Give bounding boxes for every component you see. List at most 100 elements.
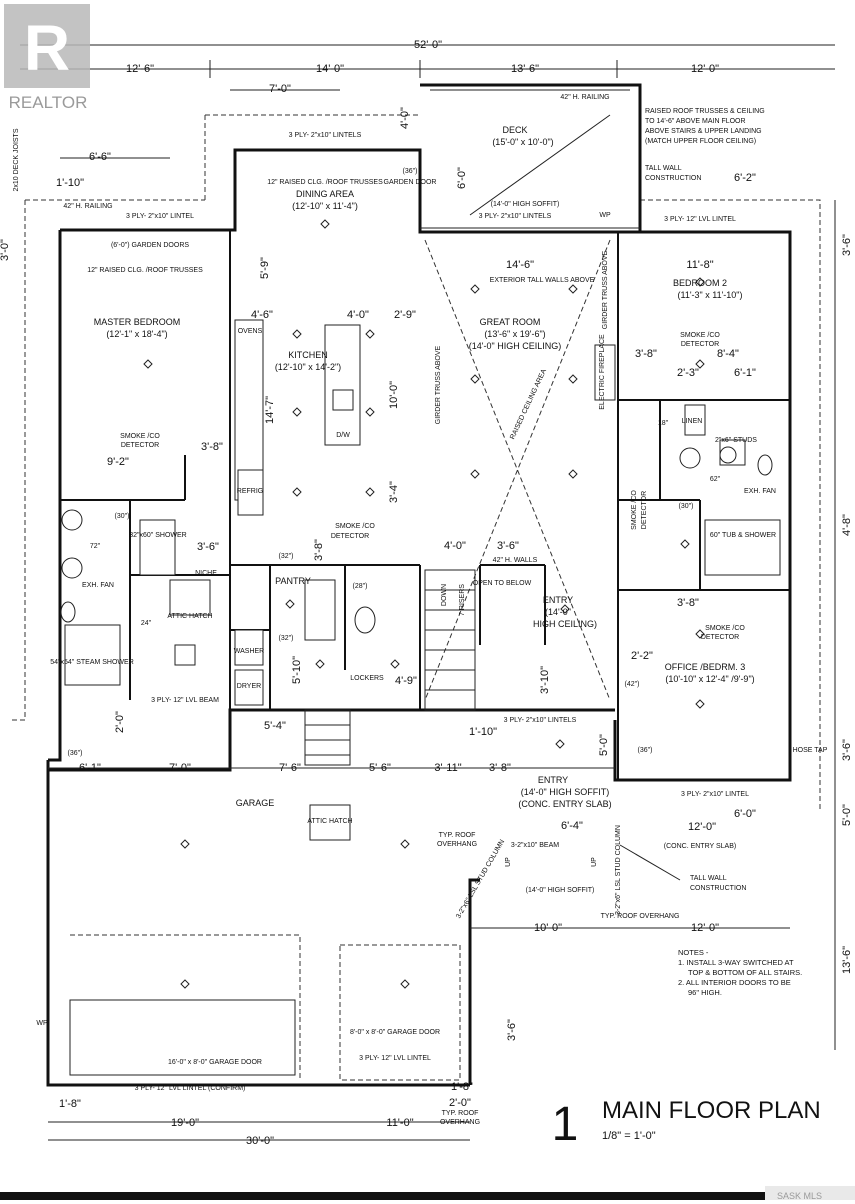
dim-int-mb-bath: 9'-2"	[107, 456, 129, 468]
dim-int-entry-4: 1'-10"	[469, 726, 497, 738]
label-linen: LINEN	[682, 418, 703, 425]
label-tall-wall-top: TALL WALL	[645, 165, 682, 172]
dim-int-mud: 5'-4"	[264, 720, 286, 732]
label-railing-deck: 42" H. RAILING	[560, 94, 609, 101]
garage-name: GARAGE	[236, 798, 275, 808]
tub	[704, 519, 781, 576]
dim-int-closet: 3'-8"	[201, 441, 223, 453]
notes-block: NOTES - 1. INSTALL 3-WAY SWITCHED AT TOP…	[678, 948, 802, 997]
label-smoke-hall: SMOKE /CO	[631, 490, 638, 530]
dim-side-5: 5'-0"	[841, 804, 853, 826]
watermark-text: SASK MLS	[777, 1191, 823, 1201]
master-bedroom-name: MASTER BEDROOM	[94, 317, 181, 327]
label-door-32-laundry: (32")	[279, 635, 294, 642]
dim-int-entry-2: 3'-10"	[539, 666, 551, 694]
dim-side-6: 3'-6"	[506, 1019, 518, 1041]
entry-upper-name: ENTRY	[543, 595, 573, 605]
label-door-32-pantry: (32")	[279, 553, 294, 560]
right-dimension-lines: 13'-6" 3'-6" 4'-8" 3'-6" 5'-0" 3'-6" 3'-…	[0, 200, 853, 1050]
dim-side-7: 3'-0"	[0, 239, 11, 261]
label-raised-roof-3: ABOVE STAIRS & UPPER LANDING	[645, 128, 762, 135]
dim-top-3: 13'-6"	[511, 63, 539, 75]
dim-bot-1: 6'-1"	[79, 762, 101, 774]
dim-int-bath2-1: 2'-3"	[677, 367, 699, 379]
dim-top-10: 6'-0"	[456, 167, 468, 189]
label-girder-1: GIRDER TRUSS ABOVE	[435, 345, 442, 424]
label-raised-clg-dining: 12" RAISED CLG. /ROOF TRUSSES	[267, 179, 383, 186]
dim-int-landing1: 4'-0"	[444, 540, 466, 552]
label-dim-72: 72"	[90, 543, 101, 550]
dim-bot-7: 19'-0"	[171, 1117, 199, 1129]
label-roof-overhang-1: TYP. ROOF	[439, 832, 476, 839]
label-lintel-dining: 3 PLY- 2"x10" LINTELS	[289, 132, 362, 139]
interior-walls	[59, 230, 790, 780]
dim-bot-13: 1'-8"	[451, 1081, 473, 1093]
dim-bot-6: 3'-8"	[489, 762, 511, 774]
dim-int-br2-1: 3'-8"	[635, 348, 657, 360]
dim-bot-5: 3'-11"	[434, 762, 461, 774]
label-detector-office: DETECTOR	[701, 634, 739, 641]
label-attic-hatch-mb: ATTIC HATCH	[167, 613, 212, 620]
label-open-below: OPEN TO BELOW	[473, 580, 532, 587]
bottom-border	[0, 1192, 855, 1200]
great-room-size: (13'-6" x 19'-6")	[484, 329, 545, 339]
dim-bot-11: 12'-0"	[691, 922, 719, 934]
label-roof-overhang-2: TYP. ROOF	[442, 1110, 479, 1117]
label-lintel-office: 3 PLY- 2"x10" LINTEL	[681, 791, 749, 798]
label-raised-roof-1: RAISED ROOF TRUSSES & CEILING	[645, 108, 765, 115]
dining-name: DINING AREA	[296, 189, 354, 199]
label-ovens: OVENS	[238, 328, 263, 335]
dim-int-k3: 2'-9"	[394, 309, 416, 321]
label-tub: 60" TUB & SHOWER	[710, 532, 776, 539]
raised-ceiling-diagonals	[424, 114, 681, 881]
label-smoke-office: SMOKE /CO	[705, 625, 745, 632]
label-lintel-deck: 3 PLY- 2"x10" LINTELS	[479, 213, 552, 220]
dim-int-k-3: 3'-4"	[388, 481, 400, 503]
dim-side-3: 4'-8"	[841, 514, 853, 536]
label-door-28: (28")	[353, 583, 368, 590]
master-bedroom-size: (12'-1" x 18'-4")	[106, 329, 167, 339]
label-smoke-mb: SMOKE /CO	[120, 433, 160, 440]
label-garage-door-large: 16'-0" x 8'-0" GARAGE DOOR	[168, 1059, 262, 1066]
realtor-logo-mark: R	[24, 12, 70, 84]
interior-dimensions: 14'-6" 11'-8" 4'-6" 4'-0" 2'-9" 9'-2" 3'…	[107, 257, 756, 833]
dim-bot-8: 11'-0"	[386, 1117, 413, 1129]
dim-top-7: 1'-10"	[56, 177, 84, 189]
dim-int-br2-2: 8'-4"	[717, 348, 739, 360]
dim-int-shower: 3'-6"	[197, 541, 219, 553]
label-tall-wall-top-2: CONSTRUCTION	[645, 175, 701, 182]
dim-top-2: 14'-0"	[316, 63, 344, 75]
entry-lower-soffit: (14'-0" HIGH SOFFIT)	[521, 787, 609, 797]
label-deck-joists: 2x10 DECK JOISTS	[13, 128, 20, 191]
label-door-42: (42")	[625, 681, 640, 688]
label-exterior-tall-walls: EXTERIOR TALL WALLS ABOVE	[490, 277, 595, 284]
dim-side-1: 13'-6"	[841, 946, 853, 974]
dim-bot-2: 7'-0"	[169, 762, 191, 774]
top-dimension-lines: 52'-0" 12'-6" 14'-0" 13'-6" 12'-0" 7'-0"…	[20, 39, 835, 189]
label-wp-1: WP	[599, 212, 611, 219]
title-block: 1 MAIN FLOOR PLAN 1/8" = 1'-0"	[552, 1097, 821, 1151]
label-garden-door-dining: GARDEN DOOR	[384, 179, 437, 186]
label-smoke-br2: SMOKE /CO	[680, 332, 720, 339]
label-hose-tap: HOSE TAP	[793, 747, 828, 754]
label-beam-entry: 3-2"x10" BEAM	[511, 842, 559, 849]
label-lintels-entry: 3 PLY- 2"x10" LINTELS	[504, 717, 577, 724]
fixtures	[60, 319, 781, 1076]
dim-top-9: 4'-0"	[399, 107, 411, 129]
label-door-36-office: (36")	[638, 747, 653, 754]
label-down: DOWN	[441, 584, 448, 606]
label-garage-door-small: 8'-0" x 8'-0" GARAGE DOOR	[350, 1029, 440, 1036]
great-room-ceiling: (14'-0" HIGH CEILING)	[469, 341, 561, 351]
label-studs: 2"x6" STUDS	[715, 437, 757, 444]
label-dw: D/W	[336, 432, 350, 439]
label-steam-shower: 54"x54" STEAM SHOWER	[50, 659, 134, 666]
label-overhang-2: OVERHANG	[440, 1119, 480, 1126]
label-girder-2: GIRDER TRUSS ABOVE	[602, 250, 609, 329]
label-stud-column-1: 3-2"x6" LSL STUD COLUMN	[455, 839, 506, 920]
label-door-24: 24"	[141, 620, 152, 627]
dim-bot-12: 1'-8"	[59, 1098, 81, 1110]
label-attic-hatch-garage: ATTIC HATCH	[307, 818, 352, 825]
label-smoke-k: SMOKE /CO	[335, 523, 375, 530]
label-dim-62: 62"	[710, 476, 721, 483]
